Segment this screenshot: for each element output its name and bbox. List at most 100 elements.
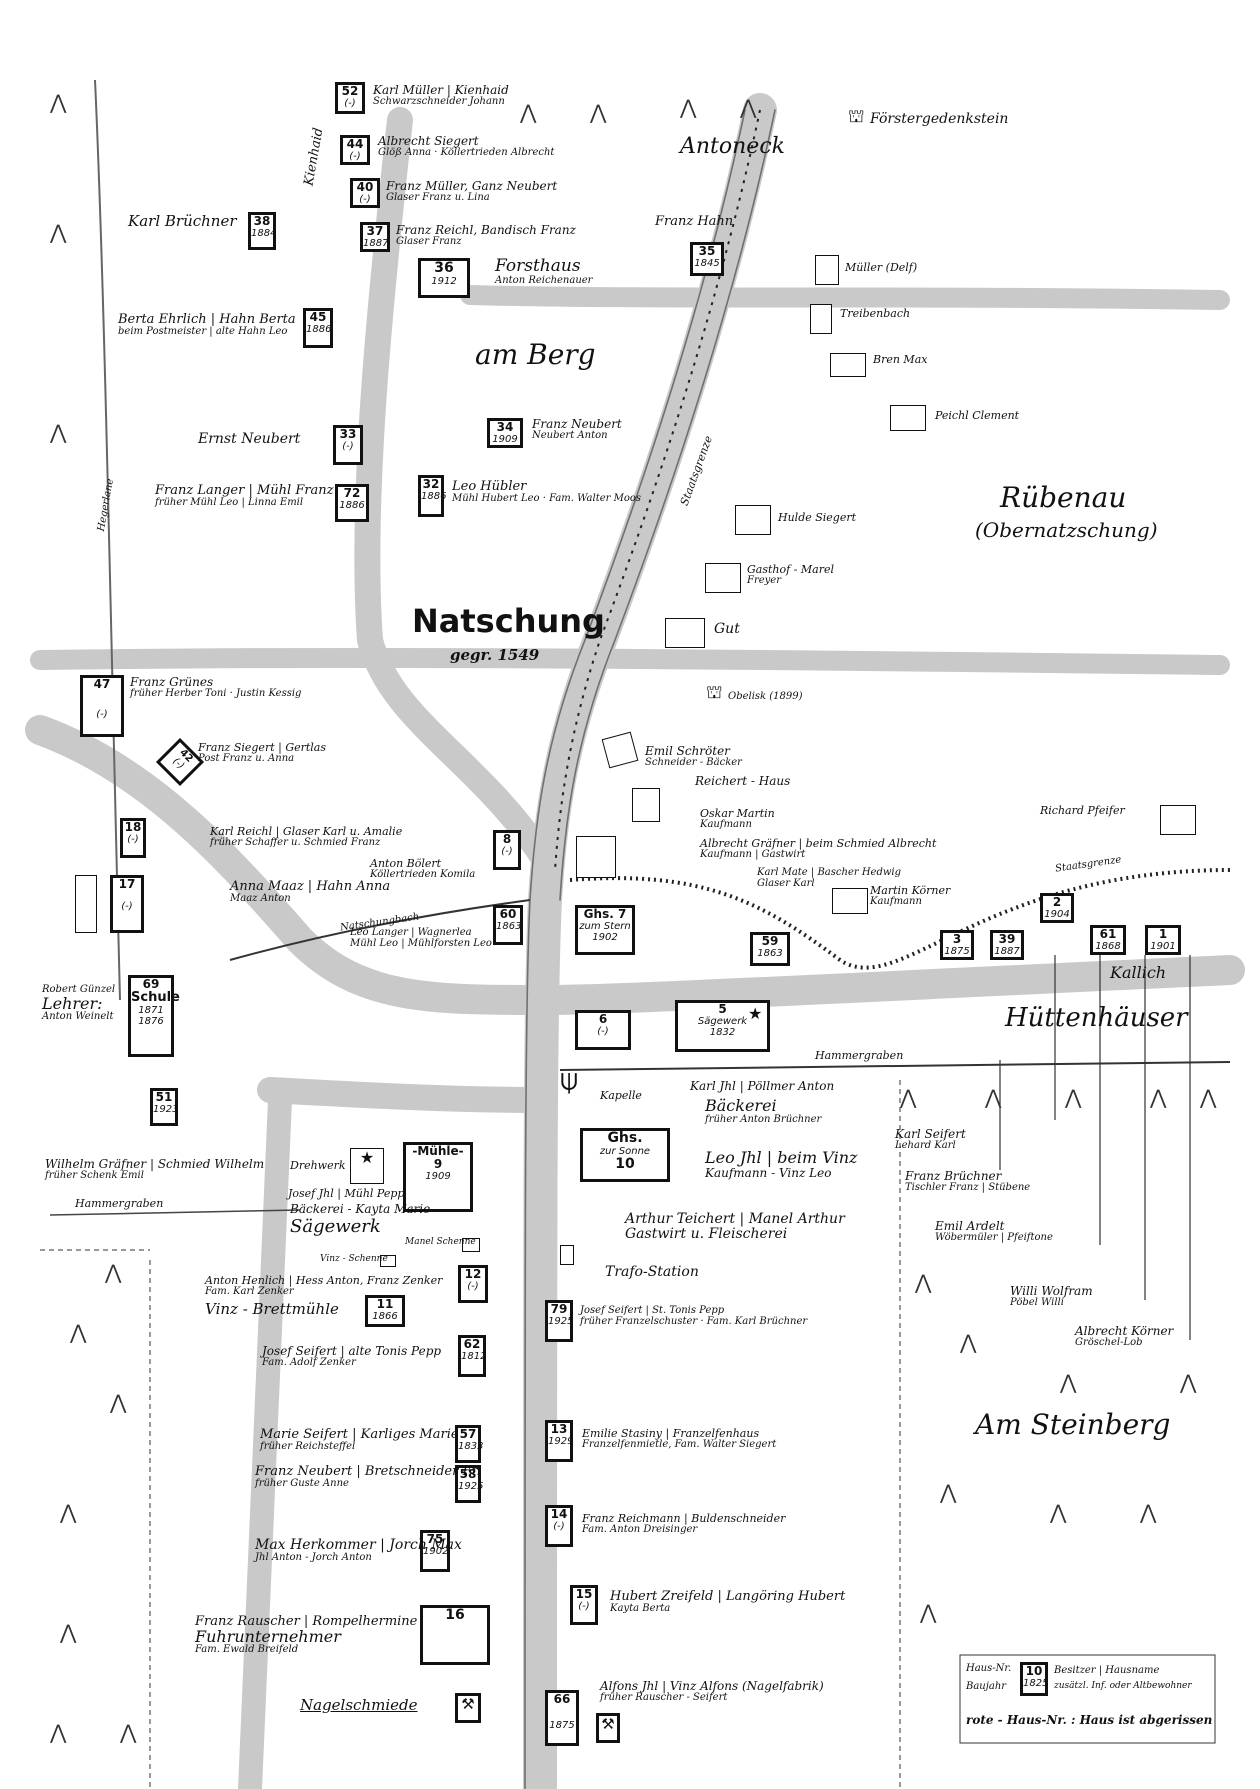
tree-icon: ⋀ xyxy=(1200,1085,1217,1109)
tree-icon: ⋀ xyxy=(1060,1370,1077,1394)
label-jhl-karl: Karl Jhl | Pöllmer Anton xyxy=(690,1079,835,1093)
label-neubert58: Franz Neubert | Bretschneider Fr.früher … xyxy=(255,1464,481,1489)
label-treibenbach: Treibenbach xyxy=(840,307,911,320)
tree-icon: ⋀ xyxy=(985,1085,1002,1109)
building-treibenbach xyxy=(810,304,832,334)
house-47: 47(-) xyxy=(80,675,124,737)
label-baeckerei-bottom: Bäckerei - Kayta Marie xyxy=(290,1202,431,1216)
tree-icon: ⋀ xyxy=(1150,1085,1167,1109)
house-17: 17(-) xyxy=(110,875,144,933)
map-title: Natschung xyxy=(412,602,605,640)
building-mueller-delf xyxy=(815,255,839,285)
label-peichl: Peichl Clement xyxy=(935,409,1020,422)
house-8: 8(-) xyxy=(493,830,521,870)
area-huettenhaeuser: Hüttenhäuser xyxy=(1005,1003,1188,1033)
tree-icon: ⋀ xyxy=(60,1500,77,1524)
building-hulde-siegert xyxy=(735,505,771,535)
label-pfeifer: Richard Pfeifer xyxy=(1040,804,1125,817)
house-12: 12(-) xyxy=(458,1265,488,1303)
tree-icon: ⋀ xyxy=(1065,1085,1082,1109)
house-52: 52(-) xyxy=(335,82,365,114)
label-vinz-schenne: Vinz - Schenne xyxy=(320,1254,388,1264)
building-pfeifer xyxy=(1160,805,1196,835)
building-17-side xyxy=(75,875,97,933)
trafo-label: Trafo-Station xyxy=(605,1264,699,1280)
label-mueller-delf: Müller (Delf) xyxy=(845,261,918,274)
label-reichert-haus: Reichert - Haus xyxy=(695,774,791,788)
nagelschmiede-building: ⚒ xyxy=(455,1693,481,1723)
legend-besitzer: Besitzer | Hausname xyxy=(1054,1665,1160,1676)
area-am-steinberg: Am Steinberg xyxy=(975,1408,1171,1441)
tree-icon: ⋀ xyxy=(70,1320,87,1344)
tree-icon: ⋀ xyxy=(120,1720,137,1744)
building-drehwerk: ★ xyxy=(350,1148,384,1184)
tree-icon: ⋀ xyxy=(50,90,67,114)
tree-icon: ⋀ xyxy=(520,100,537,124)
building-koerner-martin xyxy=(832,888,868,914)
tree-icon: ⋀ xyxy=(590,100,607,124)
tree-icon: ⋀ xyxy=(900,1085,917,1109)
area-kallich: Kallich xyxy=(1110,963,1167,982)
saegewerk-star-icon: ★ xyxy=(748,1004,763,1023)
area-antoneck: Antoneck xyxy=(680,134,785,159)
founded-label: gegr. 1549 xyxy=(450,646,540,664)
foerstergedenkstein-label: Förstergedenkstein xyxy=(870,111,1009,127)
label-hulde-siegert: Hulde Siegert xyxy=(778,511,857,524)
building-peichl xyxy=(890,405,926,431)
hammergraben-left: Hammergraben xyxy=(75,1197,164,1210)
trafo-building xyxy=(560,1245,574,1265)
label-vinz-brettmuehle: Vinz - Brettmühle xyxy=(205,1300,339,1318)
kapelle-label: Kapelle xyxy=(600,1089,642,1102)
tree-icon: ⋀ xyxy=(740,95,757,119)
house-16: 16 xyxy=(420,1605,490,1665)
tree-icon: ⋀ xyxy=(1180,1370,1197,1394)
label-graefner7: Albrecht Gräfner | beim Schmied Albrecht… xyxy=(700,837,937,860)
tree-icon: ⋀ xyxy=(920,1600,937,1624)
tree-icon: ⋀ xyxy=(50,220,67,244)
tree-icon: ⋀ xyxy=(940,1480,957,1504)
monument-icon: ⛫ xyxy=(848,106,865,127)
label-henlich: Anton Henlich | Hess Anton, Franz Zenker… xyxy=(205,1274,443,1297)
label-neubert33: Ernst Neubert xyxy=(198,431,301,447)
building-bren-max xyxy=(830,353,866,377)
tree-icon: ⋀ xyxy=(50,420,67,444)
